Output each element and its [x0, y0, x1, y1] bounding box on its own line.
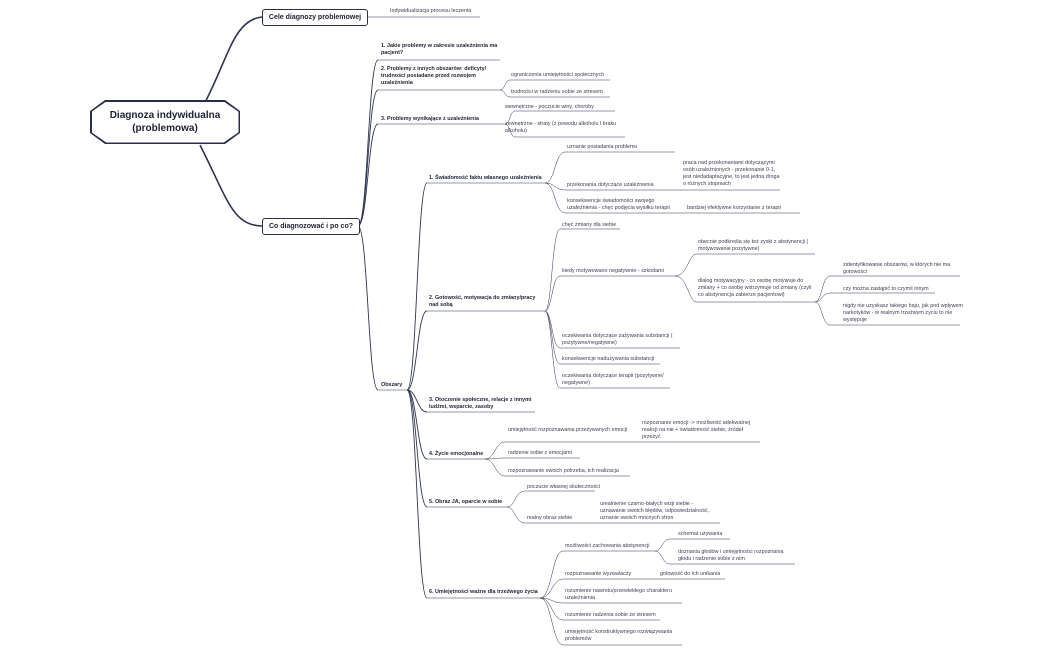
area-2-e[interactable]: oczekiwania dotyczące terapii (pozytywne… — [562, 373, 664, 386]
area-4-node[interactable]: 4. Życie emocjonalne — [429, 451, 484, 457]
area-6-a1[interactable]: schemat używania — [678, 531, 723, 537]
area-6-node[interactable]: 6. Umiejętności ważne dla trzeźwego życi… — [429, 589, 538, 595]
area-5-b[interactable]: realny obraz siebie — [527, 515, 573, 521]
area-2-b2c[interactable]: nigdy nie uzyskasz takiego haju, jak pod… — [843, 303, 963, 323]
q2-b[interactable]: trudności w radzeniu sobie ze stresem — [511, 89, 603, 95]
areas-node[interactable]: Obszary — [381, 382, 403, 388]
connector-root-goals — [199, 16, 263, 113]
area-2-b2b[interactable]: czy można zastąpić to czymś innym — [843, 286, 929, 292]
area-4-a1[interactable]: rozpoznanie emocji -> możliwość adekwatn… — [642, 420, 751, 440]
area-2-b2a[interactable]: zidentyfikowanie obszarów, w których nie… — [843, 262, 951, 275]
area-6-a[interactable]: możliwości zachowania abstynencji — [565, 543, 650, 549]
area-2-d[interactable]: konsekwencje nadużywania substancji — [562, 356, 655, 362]
q3-b[interactable]: zewnętrzne - straty (z powodu alkoholu i… — [505, 121, 617, 134]
area-4-b[interactable]: radzenie sobie z emocjami — [508, 450, 572, 456]
area-6-d[interactable]: rozumienie radzenia sobie ze stresem — [565, 612, 656, 618]
area-3-node[interactable]: 3. Otoczenie społeczne, relacje z innymi… — [429, 397, 532, 410]
area-2-c[interactable]: oczekiwania dotyczące zażywania substanc… — [562, 333, 673, 346]
q3-a[interactable]: wewnętrzne - poczucie winy, choroby — [505, 104, 594, 110]
area-4-c[interactable]: rozpoznawanie swoich potrzeba, ich reali… — [508, 468, 619, 474]
area-1-c[interactable]: konsekwencje świadomości swojego uzależn… — [567, 198, 670, 211]
goal-individualization[interactable]: Indywidualizacja procesu leczenia — [390, 8, 472, 14]
area-1-b1[interactable]: praca nad przekonaniami dotyczącymi osób… — [683, 160, 780, 187]
area-6-c[interactable]: rozumienie nawrotu/przewlekłego charakte… — [565, 588, 672, 601]
area-4-a[interactable]: umiejętność rozpoznawania przeżywanych e… — [508, 427, 628, 433]
area-2-b2[interactable]: dialog motywacyjny - co osobę motywuje d… — [698, 278, 812, 298]
area-2-b1[interactable]: obecnie podkreśla się też zyski z abstyn… — [698, 239, 809, 252]
q1-node[interactable]: 1. Jakie problemy w zakresie uzależnieni… — [381, 43, 498, 56]
root-title: Diagnoza indywidualna (problemowa) — [91, 101, 239, 143]
area-6-b1[interactable]: gotowość do ich unikania — [660, 571, 721, 577]
branch-goals-node[interactable]: Cele diagnozy problemowej — [262, 9, 368, 26]
area-2-b[interactable]: kiedy motywowano negatywnie - szkodami — [562, 268, 664, 274]
area-1-a[interactable]: uznanie posiadania problemu — [567, 144, 638, 150]
area-5-a[interactable]: poczucie własnej skuteczności — [527, 484, 601, 490]
branch-what-node[interactable]: Co diagnozować i po co? — [262, 218, 360, 235]
area-6-a2[interactable]: doznania głodów i umiejętności rozpoznan… — [678, 549, 784, 562]
area-6-e[interactable]: umiejętność konstruktywnego rozwiązywani… — [565, 629, 673, 642]
root-node[interactable]: Diagnoza indywidualna (problemowa) — [90, 100, 240, 144]
area-2-node[interactable]: 2. Gotowość, motywacja do zmiany/pracy n… — [429, 295, 536, 308]
q2-node[interactable]: 2. Problemy z innych obszarów: deficyty/… — [381, 66, 487, 86]
area-5-b1[interactable]: urealnienie czarno-białych wizji siebie … — [600, 501, 710, 521]
area-1-b[interactable]: przekonania dotyczące uzależnienia — [567, 182, 654, 188]
area-2-a[interactable]: chęć zmiany dla siebie — [562, 222, 617, 228]
area-5-node[interactable]: 5. Obraz JA, oparcie w sobie — [429, 499, 503, 505]
connector-root-what — [199, 144, 263, 227]
area-6-b[interactable]: rozpoznawanie wyzwalaczy — [565, 571, 632, 577]
area-1-c1[interactable]: bardziej efektywne korzystanie z terapii — [687, 205, 781, 211]
q2-a[interactable]: ograniczenia umiejętności społecznych — [511, 72, 605, 78]
area-1-node[interactable]: 1. Świadomość faktu własnego uzależnieni… — [429, 175, 542, 181]
q3-node[interactable]: 3. Problemy wynikające z uzależnienia — [381, 116, 479, 122]
